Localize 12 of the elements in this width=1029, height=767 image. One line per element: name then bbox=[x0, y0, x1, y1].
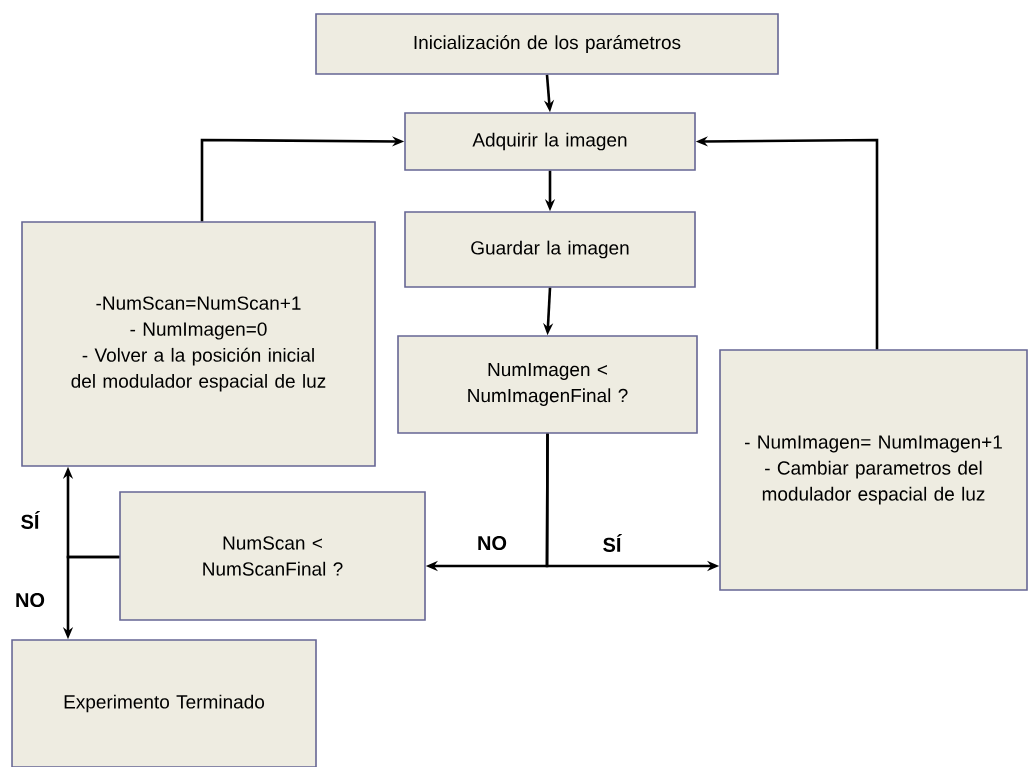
edge-label: NO bbox=[476, 534, 508, 552]
edge-label: SÍ bbox=[19, 510, 41, 530]
process-box: Guardar la imagen bbox=[404, 211, 696, 288]
edge-label: SÍ bbox=[601, 533, 623, 553]
process-box: Inicialización de los parámetros bbox=[315, 13, 779, 75]
process-box: -NumScan=NumScan+1 - NumImagen=0 - Volver a la posición inicial del modulador espacial de luz bbox=[21, 221, 376, 467]
decision-box: NumImagen < NumImagenFinal ? bbox=[397, 335, 698, 434]
edge-label: NO bbox=[14, 591, 46, 609]
process-box: - NumImagen= NumImagen+1 - Cambiar parametros del modulador espacial de luz bbox=[719, 349, 1028, 591]
process-box: Experimento Terminado bbox=[11, 639, 317, 767]
decision-box: NumScan < NumScanFinal ? bbox=[119, 491, 426, 621]
process-box: Adquirir la imagen bbox=[404, 112, 696, 171]
